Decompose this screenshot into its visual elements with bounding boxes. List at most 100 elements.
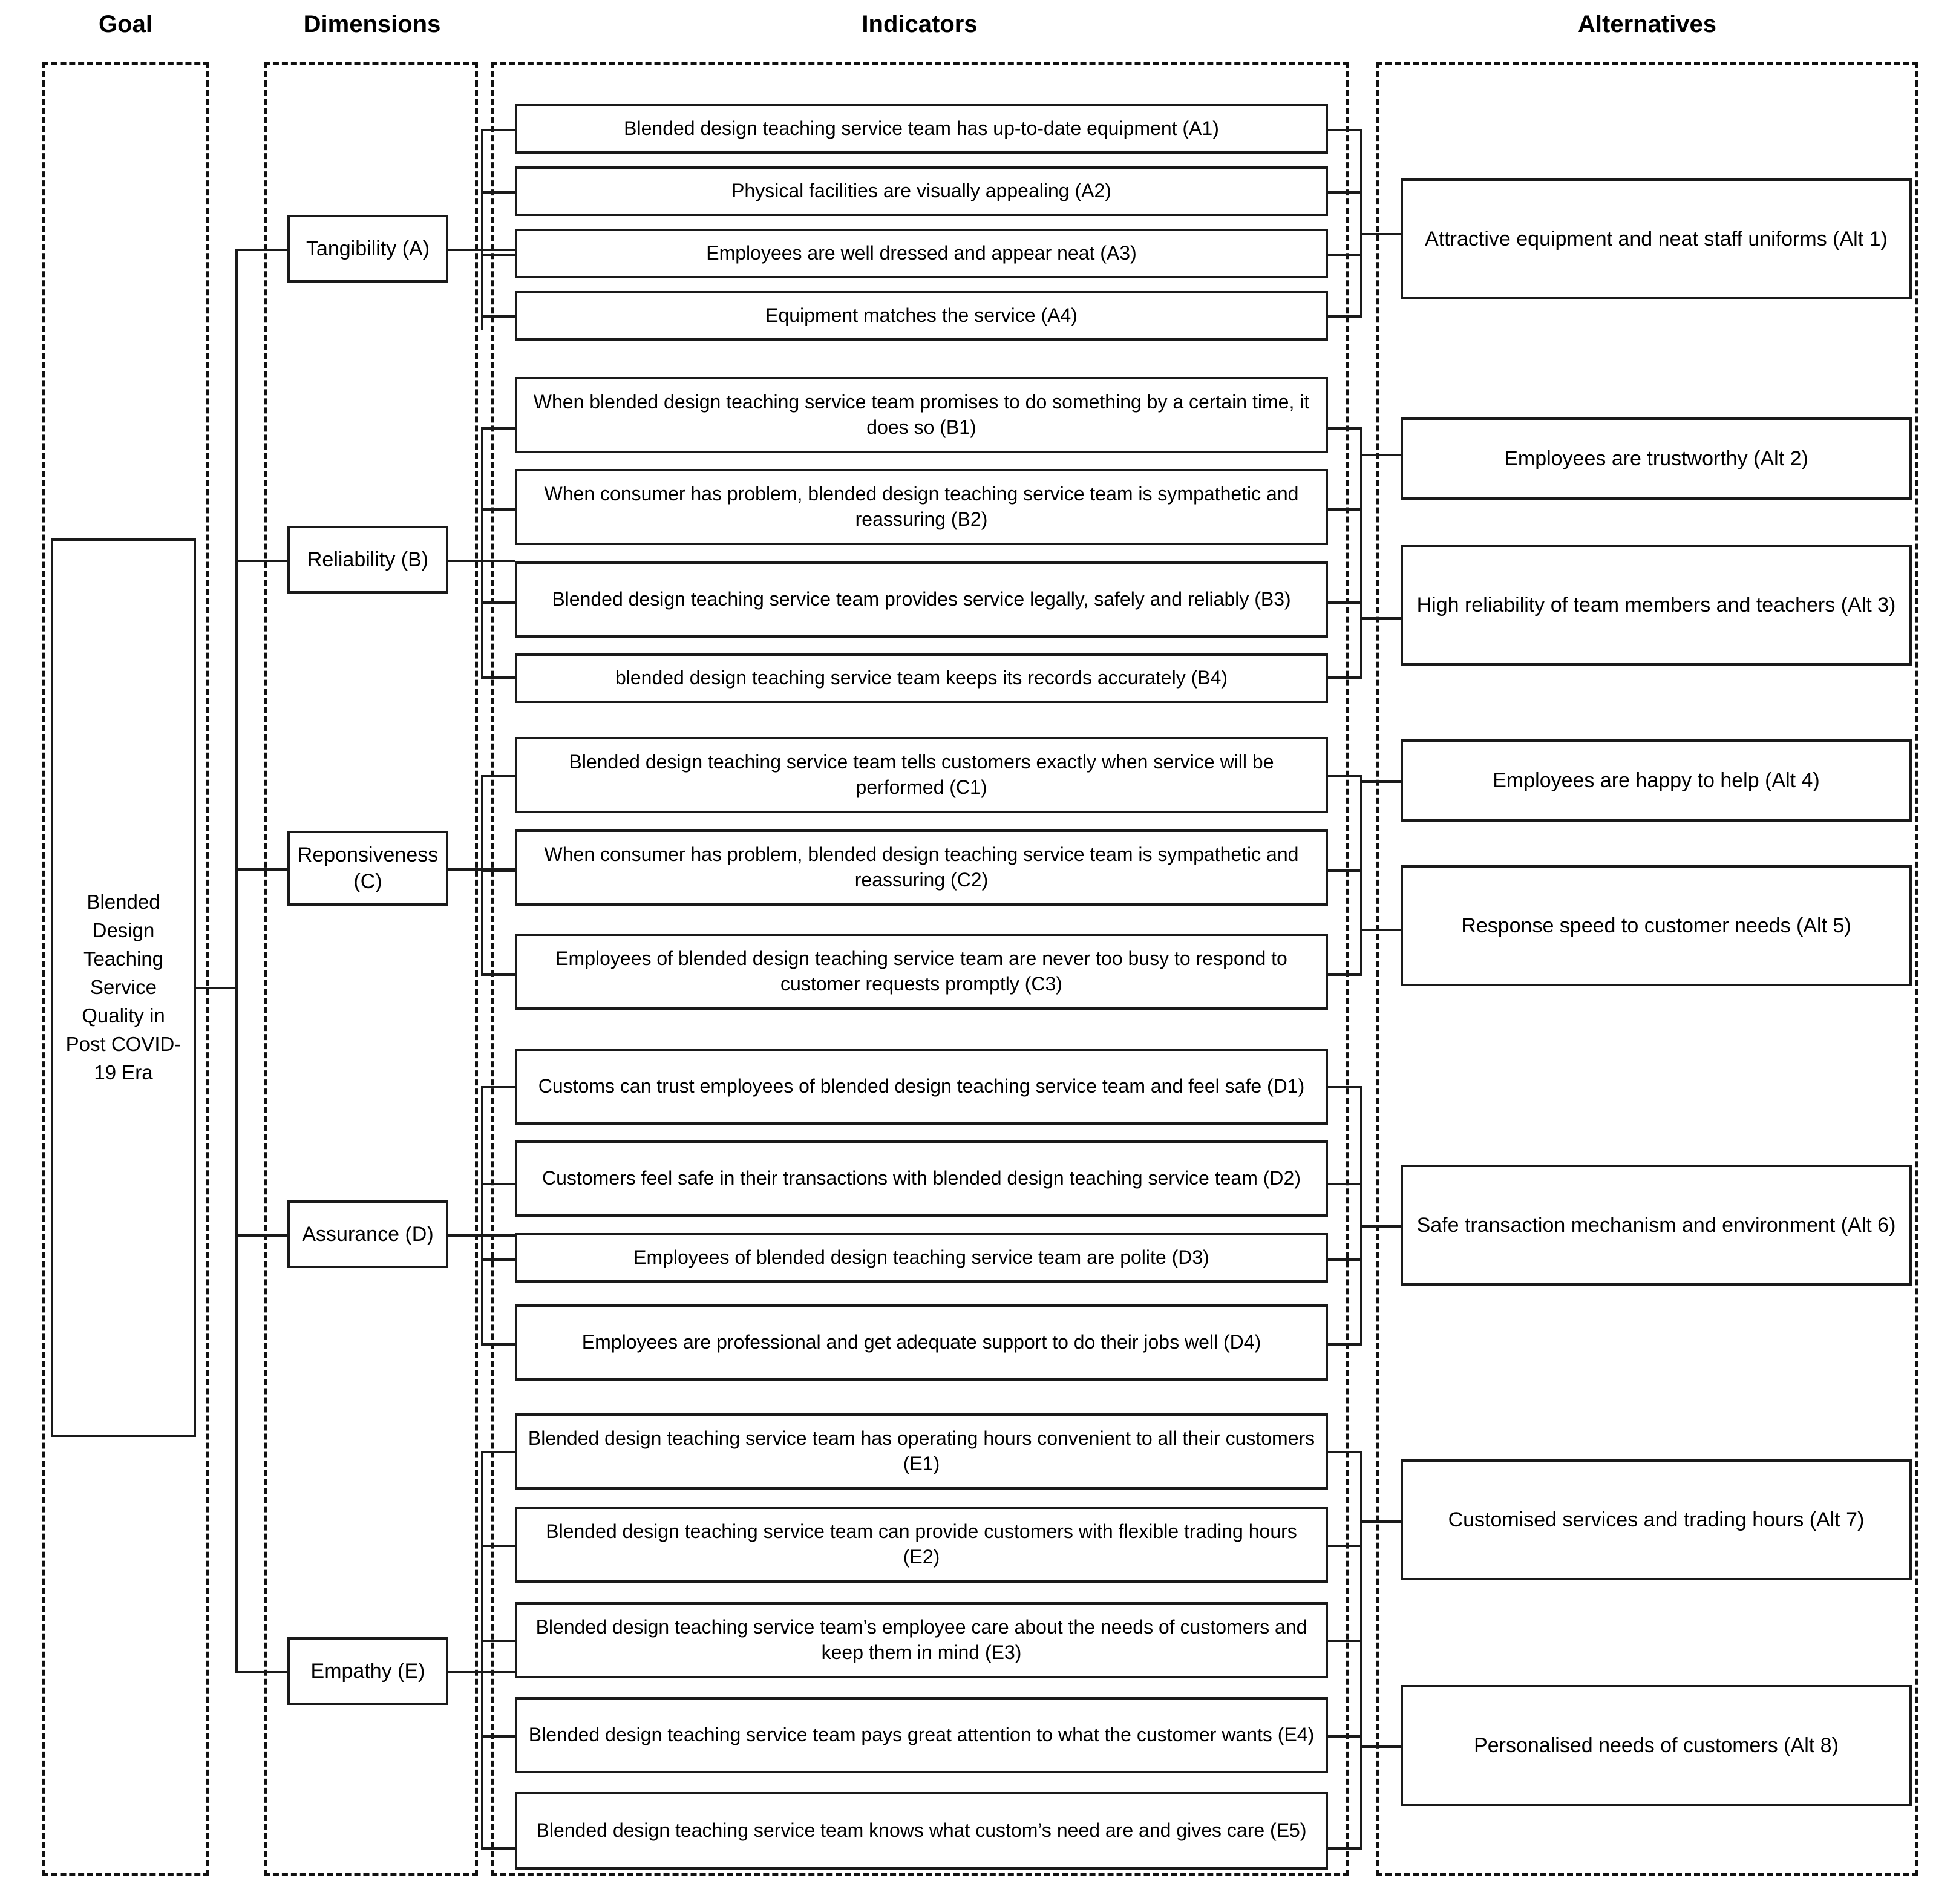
indicator-node-d3[interactable]: Employees of blended design teaching ser… bbox=[515, 1233, 1328, 1283]
alternative-bus-3 bbox=[1360, 775, 1362, 976]
alternative-node-alt1[interactable]: Attractive equipment and neat staff unif… bbox=[1401, 178, 1912, 299]
connector-bus-to-responsiveness bbox=[235, 868, 288, 871]
connector-C3-to-busAlt bbox=[1328, 973, 1362, 976]
alternative-node-alt3[interactable]: High reliability of team members and tea… bbox=[1401, 545, 1912, 666]
connector-D1-to-busAlt bbox=[1328, 1086, 1362, 1088]
indicator-node-c2[interactable]: When consumer has problem, blended desig… bbox=[515, 829, 1328, 906]
alternative-node-alt8[interactable]: Personalised needs of customers (Alt 8) bbox=[1401, 1685, 1912, 1806]
dimension-node-responsiveness[interactable]: Reponsiveness (C) bbox=[287, 831, 448, 906]
alternative-node-alt7[interactable]: Customised services and trading hours (A… bbox=[1401, 1459, 1912, 1580]
connector-busAlt3-to-alt4 bbox=[1360, 780, 1402, 783]
connector-A3-to-busAlt1 bbox=[1328, 254, 1362, 256]
indicator-node-e4[interactable]: Blended design teaching service team pay… bbox=[515, 1697, 1328, 1773]
indicator-bus-E bbox=[481, 1452, 483, 1848]
connector-busAlt1-to-alt1 bbox=[1360, 233, 1402, 235]
connector-busD-to-D3 bbox=[481, 1258, 515, 1261]
alternative-node-alt4[interactable]: Employees are happy to help (Alt 4) bbox=[1401, 739, 1912, 822]
indicator-node-d2[interactable]: Customers feel safe in their transaction… bbox=[515, 1140, 1328, 1217]
connector-busE-to-E2 bbox=[481, 1545, 515, 1547]
indicator-node-d4[interactable]: Employees are professional and get adequ… bbox=[515, 1304, 1328, 1381]
connector-busB-to-B2 bbox=[481, 508, 515, 511]
connector-A2-to-busAlt1 bbox=[1328, 191, 1362, 194]
indicator-node-e3[interactable]: Blended design teaching service team’s e… bbox=[515, 1602, 1328, 1678]
indicator-node-e1[interactable]: Blended design teaching service team has… bbox=[515, 1413, 1328, 1490]
dimension-node-assurance[interactable]: Assurance (D) bbox=[287, 1200, 448, 1268]
connector-busA-to-A2 bbox=[481, 191, 515, 194]
connector-busE-to-E1 bbox=[481, 1451, 515, 1453]
connector-E3-to-busAlt bbox=[1328, 1640, 1362, 1642]
connector-goal-to-bus bbox=[196, 987, 236, 989]
connector-busAlt5-to-alt7 bbox=[1360, 1520, 1402, 1523]
connector-D3-to-busAlt bbox=[1328, 1258, 1362, 1261]
indicator-node-a2[interactable]: Physical facilities are visually appeali… bbox=[515, 166, 1328, 216]
indicator-bus-A bbox=[481, 130, 483, 330]
dimension-node-reliability[interactable]: Reliability (B) bbox=[287, 526, 448, 594]
indicator-bus-B bbox=[481, 428, 483, 678]
connector-busC-to-C1 bbox=[481, 775, 515, 777]
indicator-node-c3[interactable]: Employees of blended design teaching ser… bbox=[515, 934, 1328, 1010]
indicator-node-b4[interactable]: blended design teaching service team kee… bbox=[515, 653, 1328, 703]
connector-busE-to-E4 bbox=[481, 1735, 515, 1738]
connector-busD-to-D4 bbox=[481, 1343, 515, 1346]
connector-busAlt5-to-alt8 bbox=[1360, 1745, 1402, 1748]
connector-busE-to-E5 bbox=[481, 1847, 515, 1850]
dimension-node-tangibility[interactable]: Tangibility (A) bbox=[287, 215, 448, 283]
connector-E1-to-busAlt bbox=[1328, 1451, 1362, 1453]
region-dimensions bbox=[264, 62, 478, 1876]
connector-C1-to-busAlt bbox=[1328, 775, 1362, 777]
indicator-node-a3[interactable]: Employees are well dressed and appear ne… bbox=[515, 229, 1328, 278]
dimension-node-empathy[interactable]: Empathy (E) bbox=[287, 1637, 448, 1705]
connector-busAlt2-to-alt2 bbox=[1360, 454, 1402, 456]
connector-bus-to-reliability bbox=[235, 560, 288, 562]
connector-E5-to-busAlt bbox=[1328, 1847, 1362, 1850]
connector-B1-to-busAlt bbox=[1328, 427, 1362, 430]
region-alternatives bbox=[1376, 62, 1918, 1876]
column-header-goal: Goal bbox=[99, 11, 152, 38]
region-indicators bbox=[491, 62, 1349, 1876]
region-goal bbox=[42, 62, 209, 1876]
connector-busA-to-A1 bbox=[481, 129, 515, 131]
connector-B3-to-busAlt bbox=[1328, 601, 1362, 604]
alternative-node-alt6[interactable]: Safe transaction mechanism and environme… bbox=[1401, 1165, 1912, 1286]
indicator-node-e2[interactable]: Blended design teaching service team can… bbox=[515, 1507, 1328, 1583]
alternative-node-alt5[interactable]: Response speed to customer needs (Alt 5) bbox=[1401, 865, 1912, 986]
connector-busC-to-C3 bbox=[481, 973, 515, 976]
connector-dimension-bus bbox=[235, 250, 238, 1673]
connector-busAlt3-to-alt5 bbox=[1360, 929, 1402, 931]
connector-busD-to-D2 bbox=[481, 1183, 515, 1185]
connector-busB-to-B1 bbox=[481, 427, 515, 430]
indicator-node-a1[interactable]: Blended design teaching service team has… bbox=[515, 104, 1328, 154]
alternative-bus-2 bbox=[1360, 427, 1362, 679]
indicator-bus-D bbox=[481, 1087, 483, 1344]
indicator-bus-C bbox=[481, 776, 483, 976]
connector-bus-to-tangibility bbox=[235, 249, 288, 251]
alternative-bus-4 bbox=[1360, 1086, 1362, 1346]
indicator-node-b1[interactable]: When blended design teaching service tea… bbox=[515, 377, 1328, 453]
indicator-node-e5[interactable]: Blended design teaching service team kno… bbox=[515, 1792, 1328, 1870]
connector-E2-to-busAlt bbox=[1328, 1545, 1362, 1547]
column-header-alternatives: Alternatives bbox=[1578, 11, 1716, 38]
indicator-node-c1[interactable]: Blended design teaching service team tel… bbox=[515, 737, 1328, 813]
goal-node[interactable]: Blended Design Teaching Service Quality … bbox=[51, 538, 196, 1437]
indicator-node-b3[interactable]: Blended design teaching service team pro… bbox=[515, 561, 1328, 638]
connector-D2-to-busAlt bbox=[1328, 1183, 1362, 1185]
connector-busE-to-E3 bbox=[481, 1640, 515, 1642]
indicator-node-b2[interactable]: When consumer has problem, blended desig… bbox=[515, 469, 1328, 545]
connector-C2-to-busAlt bbox=[1328, 869, 1362, 872]
connector-busB-to-B4 bbox=[481, 676, 515, 679]
alternative-bus-1 bbox=[1360, 129, 1362, 318]
connector-busC-to-C2 bbox=[481, 869, 515, 872]
connector-D4-to-busAlt bbox=[1328, 1343, 1362, 1346]
connector-busAlt4-to-alt6 bbox=[1360, 1225, 1402, 1228]
connector-busAlt2-to-alt3 bbox=[1360, 617, 1402, 620]
column-header-indicators: Indicators bbox=[862, 11, 978, 38]
connector-busD-to-D1 bbox=[481, 1086, 515, 1088]
indicator-node-d1[interactable]: Customs can trust employees of blended d… bbox=[515, 1049, 1328, 1125]
indicator-node-a4[interactable]: Equipment matches the service (A4) bbox=[515, 291, 1328, 341]
alternative-bus-5 bbox=[1360, 1451, 1362, 1850]
connector-bus-to-assurance bbox=[235, 1234, 288, 1237]
connector-busB-to-B3 bbox=[481, 601, 515, 604]
connector-bus-to-empathy bbox=[235, 1671, 288, 1673]
alternative-node-alt2[interactable]: Employees are trustworthy (Alt 2) bbox=[1401, 417, 1912, 500]
